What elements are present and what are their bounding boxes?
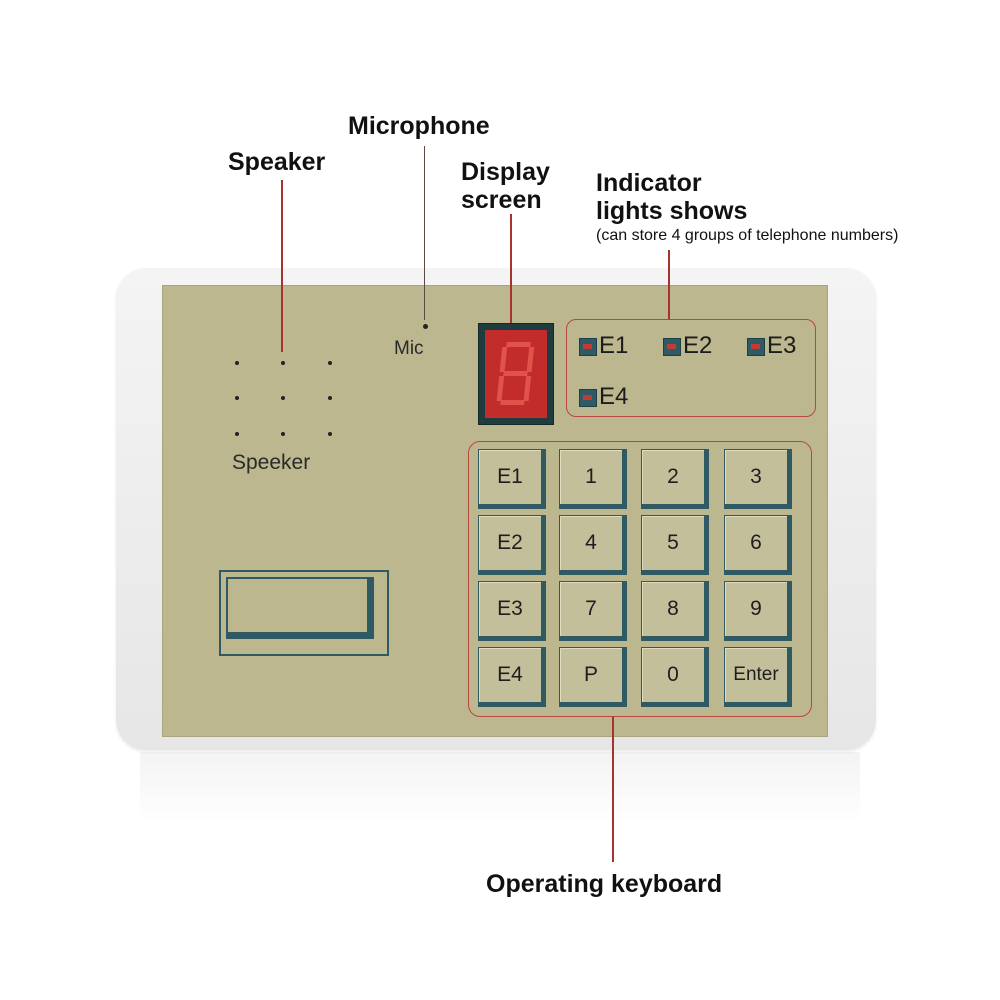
seven-segment-digit	[496, 342, 535, 405]
callout-speaker: Speaker	[228, 148, 326, 176]
microphone-leader-line	[424, 146, 425, 320]
operating-keyboard-group	[468, 441, 812, 717]
key-p[interactable]: P	[559, 647, 627, 707]
speaker-hole	[328, 432, 332, 436]
key-0[interactable]: 0	[641, 647, 709, 707]
indicator-label: E4	[599, 383, 629, 410]
key-5[interactable]: 5	[641, 515, 709, 575]
led-icon	[663, 338, 681, 356]
key-e2[interactable]: E2	[478, 515, 546, 575]
speaker-hole	[328, 361, 332, 365]
speaker-hole	[235, 361, 239, 365]
key-8[interactable]: 8	[641, 581, 709, 641]
mic-label: Mic	[394, 338, 424, 359]
key-enter[interactable]: Enter	[724, 647, 792, 707]
callout-keyboard: Operating keyboard	[486, 870, 723, 898]
callout-indicator-line2: lights shows	[596, 197, 748, 225]
speaker-label: Speeker	[232, 451, 311, 474]
key-9[interactable]: 9	[724, 581, 792, 641]
indicator-leader-line	[668, 250, 670, 320]
key-1[interactable]: 1	[559, 449, 627, 509]
callout-display-line1: Display	[461, 158, 550, 186]
key-4[interactable]: 4	[559, 515, 627, 575]
display-screen	[478, 323, 554, 425]
indicator-label: E1	[599, 332, 629, 359]
key-7[interactable]: 7	[559, 581, 627, 641]
callout-indicator-note: (can store 4 groups of telephone numbers…	[596, 227, 899, 244]
display-leader-line	[510, 214, 512, 340]
callout-microphone: Microphone	[348, 112, 490, 140]
indicator-label: E2	[683, 332, 713, 359]
indicator-lights-group	[566, 319, 816, 417]
keyboard-leader-line	[612, 716, 614, 862]
speaker-leader-line	[281, 180, 283, 352]
speaker-hole	[328, 396, 332, 400]
speaker-hole	[281, 361, 285, 365]
speaker-hole	[235, 396, 239, 400]
key-e1[interactable]: E1	[478, 449, 546, 509]
indicator-label: E3	[767, 332, 797, 359]
device-reflection	[140, 752, 860, 822]
callout-display-line2: screen	[461, 186, 542, 214]
speaker-hole	[281, 432, 285, 436]
led-icon	[579, 389, 597, 407]
microphone-hole	[423, 324, 428, 329]
key-2[interactable]: 2	[641, 449, 709, 509]
card-slot	[219, 570, 389, 656]
display-digit-panel	[485, 330, 547, 418]
key-e3[interactable]: E3	[478, 581, 546, 641]
led-icon	[579, 338, 597, 356]
speaker-hole	[235, 432, 239, 436]
card-slot-inner	[226, 577, 374, 639]
key-6[interactable]: 6	[724, 515, 792, 575]
callout-indicator-line1: Indicator	[596, 169, 702, 197]
led-icon	[747, 338, 765, 356]
speaker-hole	[281, 396, 285, 400]
key-3[interactable]: 3	[724, 449, 792, 509]
key-e4[interactable]: E4	[478, 647, 546, 707]
